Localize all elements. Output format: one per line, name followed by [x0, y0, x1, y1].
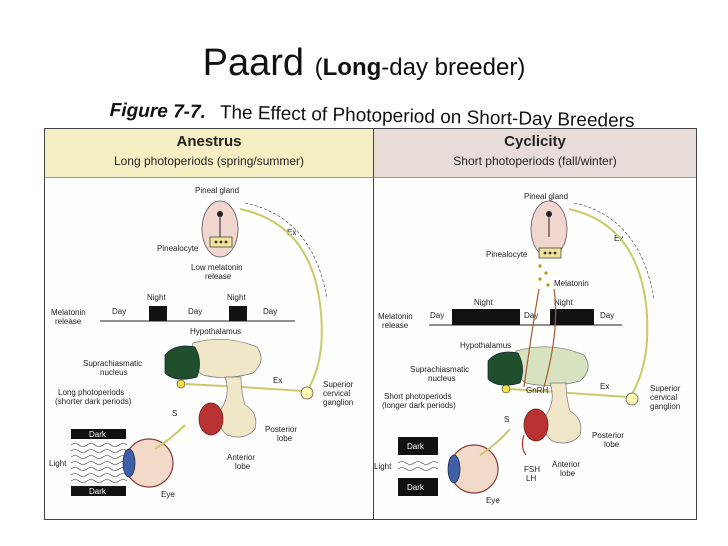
day3-label-right: Day: [600, 311, 614, 320]
night2-bar-right: [550, 309, 594, 325]
day1-label-right: Day: [430, 311, 444, 320]
anterior-lobe-label-right: Anterior: [552, 460, 580, 469]
scn-label-right: Suprachiasmatic: [410, 365, 469, 374]
figure-number: Figure 7-7.: [109, 100, 207, 124]
posterior-lobe-label-2: lobe: [277, 434, 293, 443]
s-label: S: [172, 409, 177, 418]
anestrus-diagram: Pineal gland Pinealocyte Low melatonin r…: [49, 186, 354, 499]
night1-label: Night: [147, 293, 166, 302]
dark-bottom-label-right: Dark: [407, 483, 425, 492]
scg-label-right: Superior: [650, 384, 681, 393]
pineal-gland-label: Pineal gland: [195, 186, 239, 195]
melatonin-release-label-right-2: release: [382, 321, 409, 330]
photoperiods-label-right-2: (longer dark periods): [382, 401, 456, 410]
night2-label: Night: [227, 293, 246, 302]
title-bold-word: Long: [322, 54, 382, 81]
photoperiods-label: Long photoperiods: [58, 388, 124, 397]
title-main: Paard: [202, 42, 305, 84]
cyclicity-subheading: Short photoperiods (fall/winter): [453, 154, 617, 168]
cyclicity-diagram: Pineal gland Pinealocyte Melatonin Ex Ni…: [374, 192, 681, 505]
pineal-gland-label-right: Pineal gland: [524, 192, 568, 201]
hypothalamus-label: Hypothalamus: [190, 327, 241, 336]
ex-mid-label: Ex: [273, 376, 282, 385]
night2-bar: [229, 306, 247, 321]
anterior-lobe-label-right-2: lobe: [560, 469, 576, 478]
light-waves: [70, 443, 128, 483]
s-label-right: S: [504, 415, 509, 424]
ex-top-label: Ex: [287, 228, 296, 237]
melatonin-release-label-2: release: [55, 317, 82, 326]
melatonin-release-label: Melatonin: [51, 308, 86, 317]
anestrus-heading: Anestrus: [176, 133, 242, 150]
dark-bottom-label: Dark: [89, 487, 107, 496]
scg-label-2: cervical: [323, 389, 350, 398]
night1-bar-right: [452, 309, 520, 325]
gnrh-label: GnRH: [526, 386, 548, 395]
scg-label-3: ganglion: [323, 398, 353, 407]
night1-bar: [149, 306, 167, 321]
dark-bottom-bar-right: [398, 478, 438, 496]
dark-top-bar-right: [398, 437, 438, 455]
anestrus-header: Anestrus Long photoperiods (spring/summe…: [45, 129, 373, 178]
light-label-right: Light: [374, 462, 392, 471]
dark-top-label: Dark: [89, 430, 107, 439]
lh-label: LH: [526, 474, 536, 483]
eye-label: Eye: [161, 490, 175, 499]
pinealocyte-label: Pinealocyte: [157, 244, 199, 253]
scn-label-2: nucleus: [100, 368, 128, 377]
title-subtitle: (Long-day breeder): [314, 54, 526, 81]
posterior-lobe-label-right-2: lobe: [604, 440, 620, 449]
photoperiods-label-2: (shorter dark periods): [55, 397, 132, 406]
posterior-lobe-label: Posterior: [265, 425, 297, 434]
sympathetic-pathway: [239, 208, 323, 392]
low-melatonin-label-2: release: [205, 272, 232, 281]
pituitary-shape: [198, 376, 257, 438]
fsh-label: FSH: [524, 465, 540, 474]
night2-label-right: Night: [554, 298, 573, 307]
scg-label-right-2: cervical: [650, 393, 677, 402]
pineal-gland-shape: [201, 200, 239, 258]
day2-label-right: Day: [524, 311, 538, 320]
anterior-lobe-label: Anterior: [227, 453, 255, 462]
day3-label: Day: [263, 307, 277, 316]
scn-dot: [176, 379, 186, 389]
day2-label: Day: [188, 307, 202, 316]
low-melatonin-label: Low melatonin: [191, 263, 243, 272]
light-label: Light: [49, 459, 67, 468]
dark-bottom-bar: [71, 486, 126, 496]
eye-label-right: Eye: [486, 496, 500, 505]
night1-label-right: Night: [474, 298, 493, 307]
title-rest: -day breeder): [381, 54, 526, 81]
day1-label: Day: [112, 307, 126, 316]
light-waves-right: [397, 461, 439, 471]
hypothalamus-shape-right: [487, 288, 589, 388]
scg-shape: [300, 386, 314, 400]
eye-shape-right: [447, 428, 511, 494]
ex-top-label-right: Ex: [614, 234, 623, 243]
melatonin-label-right: Melatonin: [554, 279, 589, 288]
pituitary-shape-right: [521, 382, 582, 456]
photoperiods-label-right: Short photoperiods: [384, 392, 452, 401]
hypothalamus-shape: [164, 338, 262, 380]
hypothalamus-label-right: Hypothalamus: [460, 341, 511, 350]
dark-top-label-right: Dark: [407, 442, 425, 451]
ex-mid-label-right: Ex: [600, 382, 609, 391]
cyclicity-panel: Cyclicity Short photoperiods (fall/winte…: [373, 128, 697, 520]
pinealocyte-label-right: Pinealocyte: [486, 250, 528, 259]
posterior-lobe-label-right: Posterior: [592, 431, 624, 440]
pineal-gland-shape-right: [530, 200, 568, 287]
cyclicity-heading: Cyclicity: [504, 133, 566, 150]
eye-shape: [122, 424, 186, 488]
cyclicity-header: Cyclicity Short photoperiods (fall/winte…: [374, 129, 696, 178]
scg-label-right-3: ganglion: [650, 402, 680, 411]
dark-top-bar: [71, 429, 126, 439]
page-title: Paard (Long-day breeder): [0, 42, 728, 85]
anestrus-subheading: Long photoperiods (spring/summer): [113, 154, 305, 168]
melatonin-release-label-right: Melatonin: [378, 312, 413, 321]
anestrus-panel: Anestrus Long photoperiods (spring/summe…: [44, 128, 374, 520]
scg-label: Superior: [323, 380, 354, 389]
anterior-lobe-label-2: lobe: [235, 462, 251, 471]
scn-label: Suprachiasmatic: [83, 359, 142, 368]
scn-label-right-2: nucleus: [428, 374, 456, 383]
